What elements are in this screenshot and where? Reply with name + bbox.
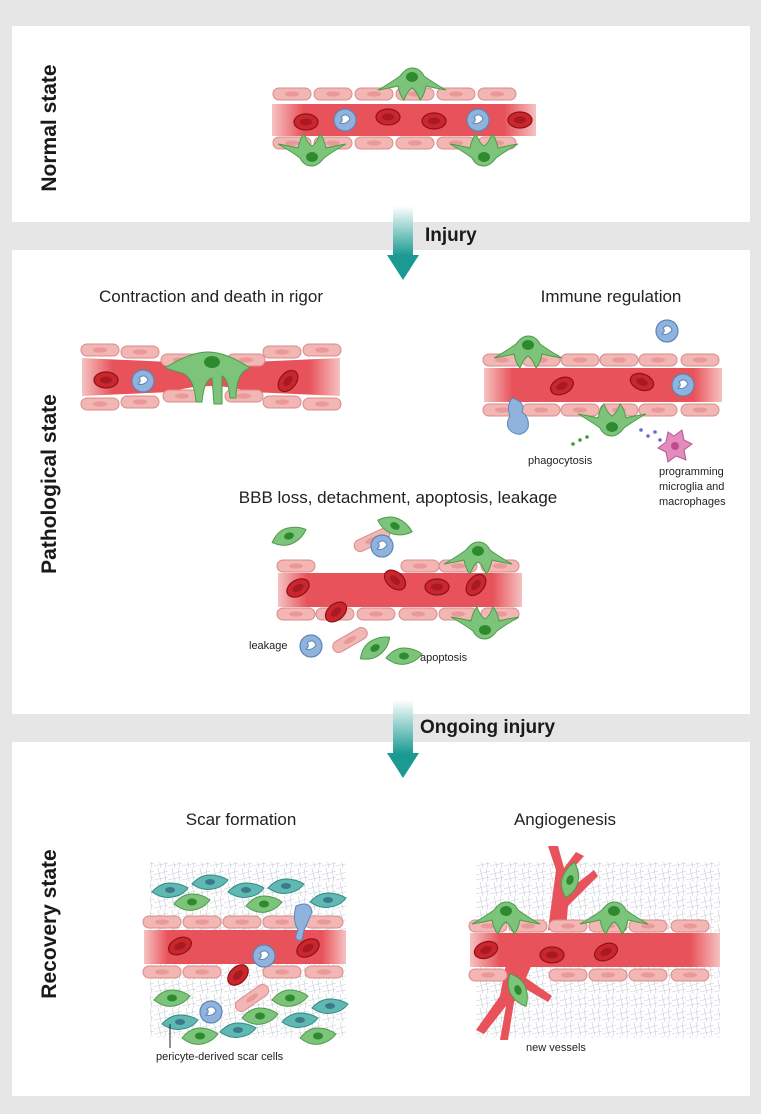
programming-label-2: microglia and — [659, 481, 725, 493]
contraction-title: Contraction and death in rigor — [99, 287, 323, 306]
injury-arrow — [387, 206, 419, 280]
contraction-vessel — [80, 343, 342, 411]
immune-regulation-title: Immune regulation — [540, 287, 682, 306]
immune-regulation-vessel — [482, 319, 722, 463]
injury-label: Injury — [425, 225, 477, 246]
scar-cells-label: pericyte-derived scar cells — [156, 1051, 284, 1063]
ongoing-injury-arrow — [387, 700, 419, 778]
new-vessels-label: new vessels — [526, 1042, 586, 1054]
ongoing-injury-label: Ongoing injury — [420, 717, 556, 738]
phagocytosis-label: phagocytosis — [528, 455, 593, 467]
normal-vessel — [272, 67, 536, 167]
apoptosis-label: apoptosis — [420, 652, 468, 664]
scar-formation-title: Scar formation — [185, 810, 297, 829]
angiogenesis-scene — [468, 846, 720, 1040]
bbb-loss-title: BBB loss, detachment, apoptosis, leakage — [238, 488, 558, 507]
programming-label-1: programming — [659, 466, 724, 478]
pathological-state-panel — [12, 250, 750, 714]
leakage-label: leakage — [249, 640, 288, 652]
programming-label-3: macrophages — [659, 496, 726, 508]
scar-formation-scene — [142, 862, 349, 1048]
angiogenesis-title: Angiogenesis — [513, 810, 617, 829]
bbb-loss-vessel — [269, 510, 522, 665]
